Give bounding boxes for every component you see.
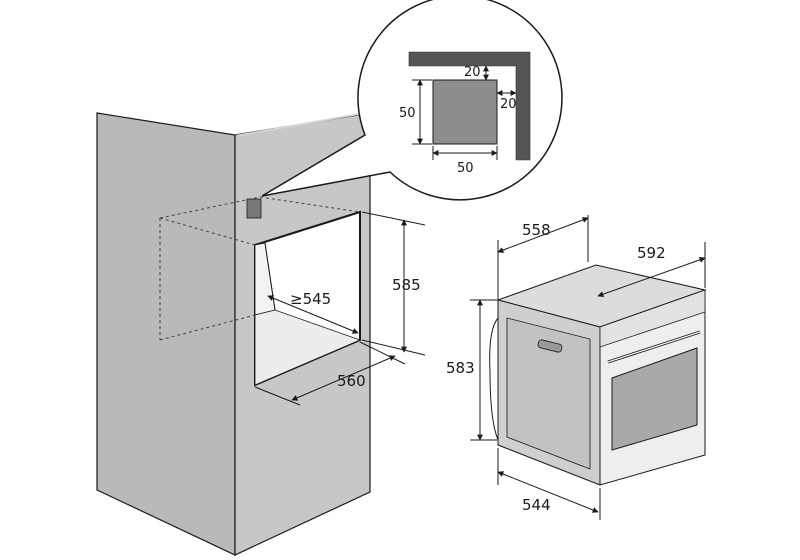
dim-opening-width: 560 [337,372,366,390]
cabinet-side-panel [96,112,236,556]
vent-detail-square [432,79,498,145]
oven-window [611,347,698,451]
dim-opening-height: 585 [392,276,421,294]
dim-vent-offset-side: 20 [500,97,517,112]
oven: 558 592 583 544 [446,215,707,520]
vent-detail-callout: 20 20 50 50 [261,0,563,201]
callout-bubble [261,0,563,201]
dim-opening-depth: ≥545 [290,290,331,308]
dim-vent-height: 50 [399,106,416,121]
cabinet: 585 ≥545 560 [96,112,426,556]
dim-vent-width: 50 [457,161,474,176]
dim-oven-width: 592 [637,244,666,262]
dim-vent-offset-top: 20 [464,65,481,80]
dim-oven-depth: 558 [522,221,551,239]
corner-profile [408,51,531,161]
dim-oven-body-depth: 544 [522,496,551,514]
vent-square [246,198,262,219]
dim-oven-height: 583 [446,359,475,377]
